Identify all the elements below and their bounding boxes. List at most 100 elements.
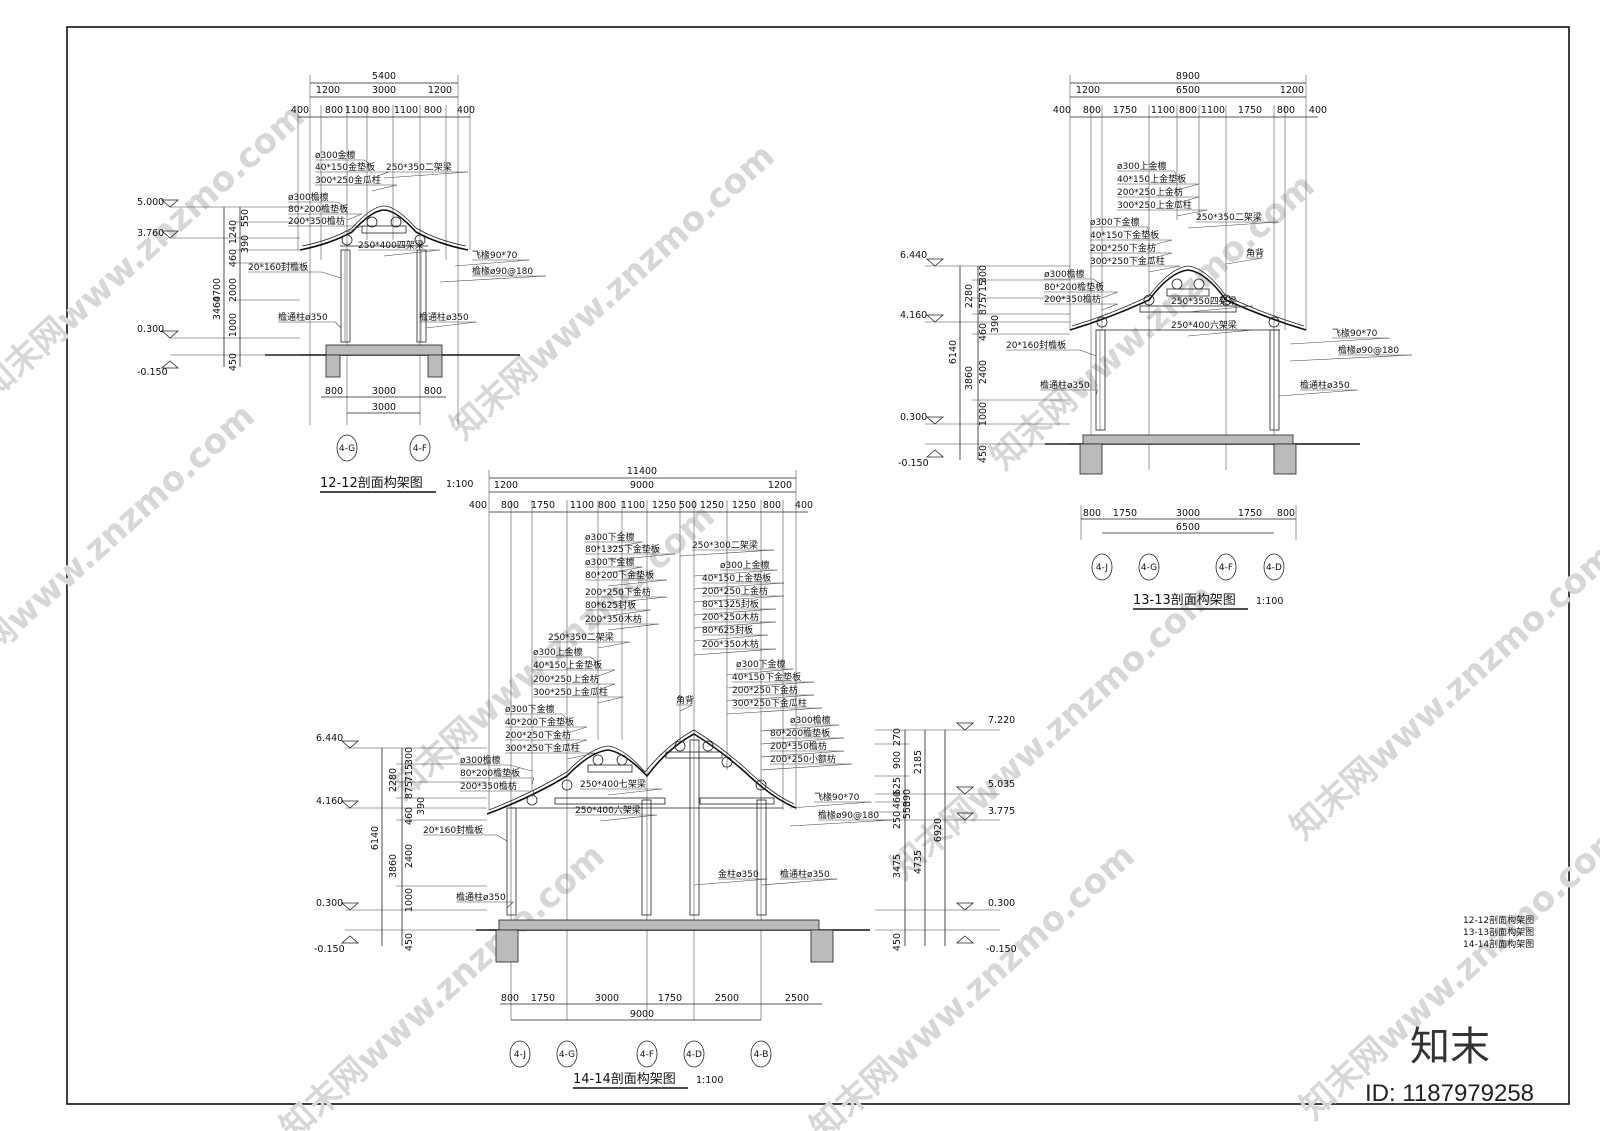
dim-text: 800 [424,386,442,397]
member-label: 角背 [676,694,694,706]
member-label: 80*1325下金垫板 [585,543,660,555]
dim-text: 1200 [768,480,792,491]
dim-text: 300 [404,747,415,765]
dim-text: 1100 [345,105,369,116]
member-label: 飞椽90*70 [814,791,860,803]
member-label: ø300檐檩 [1044,268,1085,280]
member-label: ø300上金檩 [720,559,770,571]
axis-label: 4-G [339,444,355,454]
member-label: 200*350檐枋 [770,740,827,752]
dim-text: 300 [978,265,989,283]
dim-text: 1000 [978,402,989,426]
member-label: 200*250下金枋 [732,684,798,696]
dim-text: 3000 [595,993,619,1004]
dim-text: 8900 [1176,71,1200,82]
member-label: 200*250下金枋 [505,729,571,741]
member-label: 檐通柱ø350 [419,311,469,323]
member-label: ø300檐檩 [460,754,501,766]
watermark-text: 知末网www.znzmo.com [803,836,1143,1131]
dim-text: 400 [1309,105,1327,116]
dim-text: 3460 [212,296,223,320]
dim-text: 450 [892,933,903,951]
dim-text: 1100 [1151,105,1175,116]
dim-text: 400 [457,105,475,116]
member-label: 80*625封板 [585,599,636,611]
member-label: 200*250木枋 [702,611,759,623]
member-label: 飞椽90*70 [1332,327,1378,339]
dim-text: 1200 [428,85,452,96]
dim-text: 1750 [531,500,555,511]
section-title: 13-13剖面构架图 [1133,593,1236,608]
dim-text: 1750 [658,993,682,1004]
member-label: 20*160封檐板 [1006,339,1066,351]
member-label: 250*400七架梁 [580,778,646,790]
dim-text: 800 [501,500,519,511]
dim-text: 1100 [621,500,645,511]
axis-label: 4-G [1141,563,1157,573]
dim-text: 800 [763,500,781,511]
dim-text: 800 [325,105,343,116]
member-label: 300*250下金瓜柱 [1090,255,1165,267]
member-label: 250*400六架梁 [1171,319,1237,331]
member-label: 40*150上金垫板 [702,572,771,584]
member-label: 80*200檐垫板 [1044,281,1104,293]
dim-text: 2500 [715,993,739,1004]
member-label: 檐通柱ø350 [1300,379,1350,391]
dim-text: 1200 [1076,85,1100,96]
dim-text: 250 [892,811,903,829]
member-label: 40*200下金垫板 [505,716,574,728]
watermark-text: 知末网www.znzmo.com [0,96,313,408]
axis-label: 4-J [514,1050,526,1060]
dim-text: 1750 [1238,105,1262,116]
member-label: 250*350四架梁 [1171,295,1237,307]
dim-text: 270 [892,728,903,746]
axis-label: 4-F [640,1050,654,1060]
member-label: 200*350木枋 [585,613,642,625]
axis-label: 4-G [559,1050,575,1060]
axis-label: 4-B [754,1050,769,1060]
elevation-mark: 4.160 [316,796,343,807]
dim-text: 1100 [1201,105,1225,116]
member-label: 80*200檐垫板 [460,767,520,779]
legend-item: 13-13剖面构架图 [1463,926,1534,938]
dim-text: 6500 [1176,522,1200,533]
dim-text: 625 [892,777,903,795]
dim-text: 1100 [570,500,594,511]
member-label: 40*150金垫板 [315,161,375,173]
watermark-text: 知末网www.znzmo.com [1283,536,1600,848]
dim-text: 3860 [964,366,975,390]
dim-text: 500 [679,500,697,511]
member-label: ø300上金檩 [533,646,583,658]
dim-text: 800 [1083,105,1101,116]
sheet-border [66,26,1570,1105]
dim-text: 400 [795,500,813,511]
elevation-mark: 6.440 [316,733,343,744]
dim-text: 1250 [732,500,756,511]
member-label: 200*250上金枋 [702,585,768,597]
elevation-mark: -0.150 [898,458,929,469]
member-label: 200*250上金枋 [1117,186,1183,198]
member-label: 80*200下金垫板 [585,569,654,581]
member-label: ø300檐檩 [790,714,831,726]
member-label: 檐椽ø90@180 [1338,344,1399,356]
dim-text: 2400 [404,844,415,868]
watermark-text: 知末网www.znzmo.com [443,136,783,448]
dim-text: 460 [404,807,415,825]
dim-text: 6920 [933,818,944,842]
dim-text: 1200 [494,480,518,491]
dim-text: 450 [978,445,989,463]
member-label: 檐通柱ø350 [1040,379,1090,391]
member-label: 300*250上金瓜柱 [533,686,608,698]
member-label: 250*300二架梁 [692,539,758,551]
dim-text: 1200 [1280,85,1304,96]
dim-text: 5400 [372,71,396,82]
elevation-mark: 5.035 [988,779,1015,790]
member-label: ø300下金檩 [736,658,786,670]
member-label: 250*350二架梁 [1196,211,1262,223]
section-scale: 1:100 [1256,596,1283,607]
dim-text: 800 [325,386,343,397]
member-label: 檐椽ø90@180 [472,265,533,277]
dim-text: 450 [404,933,415,951]
member-label: 250*350二架梁 [386,161,452,173]
elevation-mark: 0.300 [900,412,927,423]
